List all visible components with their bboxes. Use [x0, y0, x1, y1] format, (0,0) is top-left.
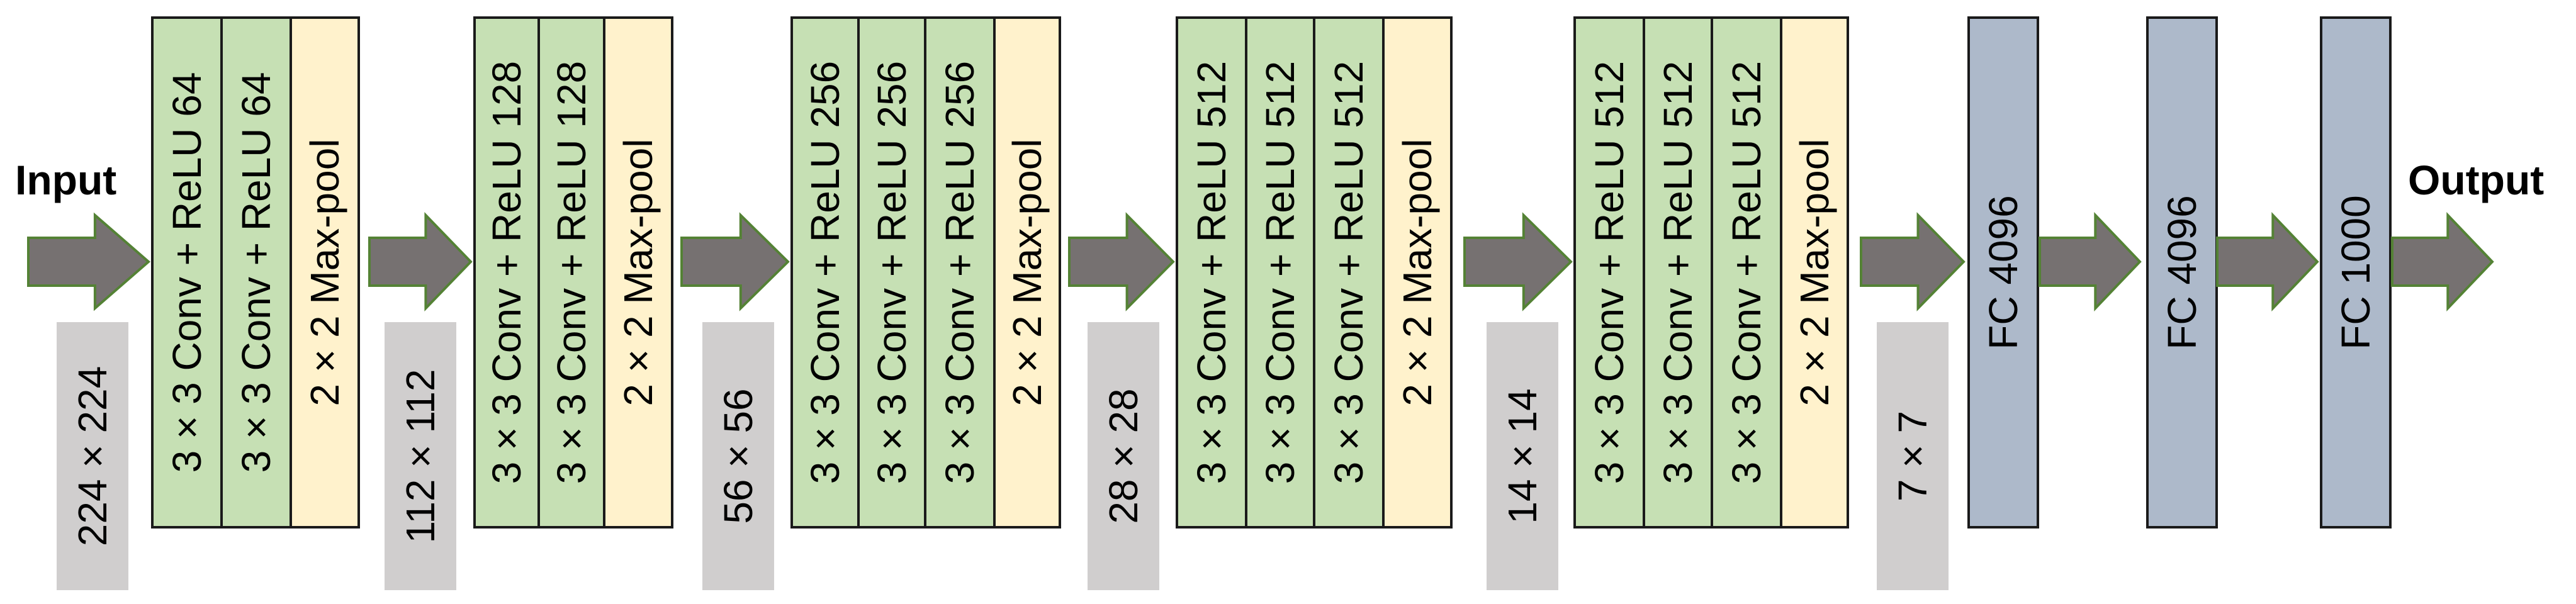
- conv-layer-label: 3 × 3 Conv + ReLU 256: [869, 60, 914, 484]
- flow-arrow: [2216, 212, 2319, 311]
- flow-arrow: [27, 212, 151, 311]
- flow-arrow: [1068, 212, 1175, 311]
- conv-layer-label: 3 × 3 Conv + ReLU 128: [484, 60, 529, 484]
- maxpool-layer-label: 2 × 2 Max-pool: [1395, 138, 1440, 406]
- fc-layer-label: FC 1000: [2333, 195, 2378, 350]
- maxpool-layer-label: 2 × 2 Max-pool: [1004, 138, 1050, 406]
- feature-map-size-box: 28 × 28: [1088, 322, 1159, 590]
- maxpool-layer-label: 2 × 2 Max-pool: [302, 138, 347, 406]
- conv-layer-box: 3 × 3 Conv + ReLU 512: [1245, 16, 1315, 528]
- conv-layer-label: 3 × 3 Conv + ReLU 512: [1326, 60, 1371, 484]
- conv-layer-box: 3 × 3 Conv + ReLU 512: [1643, 16, 1713, 528]
- conv-layer-label: 3 × 3 Conv + ReLU 256: [937, 60, 982, 484]
- fc-layer-label: FC 4096: [2159, 195, 2205, 350]
- conv-layer-box: 3 × 3 Conv + ReLU 128: [537, 16, 605, 528]
- conv-layer-box: 3 × 3 Conv + ReLU 64: [151, 16, 223, 528]
- conv-layer-label: 3 × 3 Conv + ReLU 64: [233, 72, 279, 473]
- flow-arrow: [1860, 212, 1966, 311]
- maxpool-layer-box: 2 × 2 Max-pool: [1780, 16, 1849, 528]
- conv-layer-label: 3 × 3 Conv + ReLU 512: [1724, 60, 1769, 484]
- flow-arrow: [2039, 212, 2142, 311]
- conv-layer-box: 3 × 3 Conv + ReLU 512: [1313, 16, 1385, 528]
- conv-layer-label: 3 × 3 Conv + ReLU 512: [1655, 60, 1701, 484]
- conv-layer-box: 3 × 3 Conv + ReLU 256: [790, 16, 860, 528]
- feature-map-size-label: 28 × 28: [1101, 388, 1146, 524]
- conv-layer-box: 3 × 3 Conv + ReLU 512: [1711, 16, 1782, 528]
- conv-layer-box: 3 × 3 Conv + ReLU 512: [1176, 16, 1247, 528]
- maxpool-layer-label: 2 × 2 Max-pool: [1792, 138, 1837, 406]
- conv-layer-label: 3 × 3 Conv + ReLU 512: [1257, 60, 1303, 484]
- feature-map-size-label: 56 × 56: [716, 388, 761, 524]
- conv-layer-box: 3 × 3 Conv + ReLU 128: [473, 16, 540, 528]
- feature-map-size-box: 14 × 14: [1487, 322, 1558, 590]
- conv-layer-box: 3 × 3 Conv + ReLU 256: [924, 16, 996, 528]
- maxpool-layer-box: 2 × 2 Max-pool: [1382, 16, 1453, 528]
- flow-arrow: [368, 212, 473, 311]
- flow-arrow: [1463, 212, 1573, 311]
- conv-layer-label: 3 × 3 Conv + ReLU 64: [164, 72, 210, 473]
- conv-layer-box: 3 × 3 Conv + ReLU 512: [1573, 16, 1645, 528]
- conv-layer-label: 3 × 3 Conv + ReLU 512: [1587, 60, 1632, 484]
- conv-layer-label: 3 × 3 Conv + ReLU 256: [802, 60, 848, 484]
- maxpool-layer-box: 2 × 2 Max-pool: [603, 16, 673, 528]
- feature-map-size-label: 7 × 7: [1890, 410, 1935, 502]
- feature-map-size-label: 224 × 224: [70, 366, 115, 547]
- fc-layer-box: FC 4096: [2146, 16, 2218, 528]
- conv-layer-box: 3 × 3 Conv + ReLU 64: [220, 16, 292, 528]
- feature-map-size-label: 112 × 112: [398, 369, 443, 544]
- feature-map-size-box: 112 × 112: [385, 322, 456, 590]
- flow-arrow: [2391, 212, 2494, 311]
- maxpool-layer-label: 2 × 2 Max-pool: [616, 138, 661, 406]
- maxpool-layer-box: 2 × 2 Max-pool: [290, 16, 360, 528]
- feature-map-size-label: 14 × 14: [1500, 388, 1545, 524]
- conv-layer-box: 3 × 3 Conv + ReLU 256: [857, 16, 926, 528]
- fc-layer-box: FC 1000: [2320, 16, 2392, 528]
- maxpool-layer-box: 2 × 2 Max-pool: [993, 16, 1061, 528]
- feature-map-size-box: 224 × 224: [57, 322, 128, 590]
- feature-map-size-box: 7 × 7: [1877, 322, 1949, 590]
- input-label: Input: [15, 157, 117, 203]
- conv-layer-label: 3 × 3 Conv + ReLU 128: [549, 60, 594, 484]
- conv-layer-label: 3 × 3 Conv + ReLU 512: [1189, 60, 1234, 484]
- flow-arrow: [680, 212, 790, 311]
- fc-layer-label: FC 4096: [1981, 195, 2026, 350]
- fc-layer-box: FC 4096: [1967, 16, 2039, 528]
- output-label: Output: [2408, 157, 2545, 203]
- feature-map-size-box: 56 × 56: [702, 322, 774, 590]
